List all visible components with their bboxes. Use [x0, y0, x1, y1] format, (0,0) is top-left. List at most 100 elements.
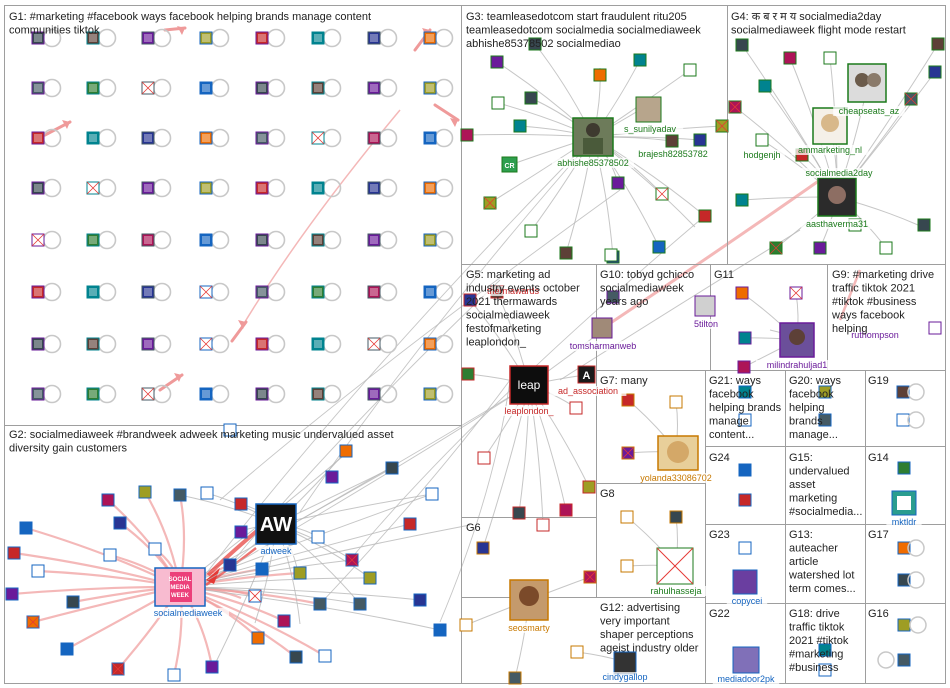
network-node[interactable] [769, 241, 783, 255]
network-node[interactable] [403, 517, 417, 531]
network-node[interactable] [738, 385, 752, 399]
network-node[interactable] [897, 618, 911, 632]
network-node[interactable] [223, 558, 237, 572]
network-node[interactable] [31, 337, 45, 351]
yolanda33086702-node[interactable] [657, 435, 699, 471]
network-node[interactable] [255, 387, 269, 401]
network-node[interactable] [86, 181, 100, 195]
network-node[interactable] [569, 401, 583, 415]
network-node[interactable] [199, 31, 213, 45]
network-node[interactable] [345, 553, 359, 567]
network-node[interactable] [167, 668, 181, 682]
network-node[interactable] [483, 196, 497, 210]
network-node[interactable] [367, 337, 381, 351]
network-node[interactable] [583, 570, 597, 584]
cindygallop-node[interactable] [613, 651, 637, 675]
network-node[interactable] [559, 503, 573, 517]
network-node[interactable] [570, 645, 584, 659]
network-node[interactable] [917, 218, 931, 232]
network-node[interactable] [755, 133, 769, 147]
network-node[interactable] [738, 331, 752, 345]
network-node[interactable] [813, 241, 827, 255]
network-node[interactable] [101, 493, 115, 507]
network-node[interactable] [31, 181, 45, 195]
network-node[interactable] [652, 240, 666, 254]
rahulhasseja-node[interactable] [656, 547, 694, 585]
network-node[interactable] [255, 337, 269, 351]
network-node[interactable] [735, 286, 749, 300]
network-node[interactable] [7, 546, 21, 560]
network-node[interactable] [783, 51, 797, 65]
5tilton-node[interactable] [694, 295, 716, 317]
network-node[interactable] [311, 31, 325, 45]
network-node[interactable] [255, 81, 269, 95]
network-node[interactable] [620, 559, 634, 573]
network-node[interactable] [103, 548, 117, 562]
network-node[interactable] [582, 480, 596, 494]
ad-association-node[interactable]: A [577, 365, 596, 384]
network-node[interactable] [86, 31, 100, 45]
network-node[interactable] [289, 650, 303, 664]
network-node[interactable] [199, 387, 213, 401]
network-node[interactable] [255, 562, 269, 576]
network-node[interactable] [111, 662, 125, 676]
network-node[interactable] [928, 321, 942, 335]
network-node[interactable] [897, 461, 911, 475]
network-node[interactable] [66, 595, 80, 609]
network-node[interactable] [897, 541, 911, 555]
network-node[interactable] [86, 131, 100, 145]
network-node[interactable] [476, 541, 490, 555]
network-node[interactable] [31, 131, 45, 145]
network-node[interactable] [524, 224, 538, 238]
network-node[interactable] [141, 387, 155, 401]
network-node[interactable] [234, 525, 248, 539]
aasthaverma31-node[interactable] [817, 177, 857, 217]
network-node[interactable] [715, 119, 729, 133]
network-node[interactable] [148, 542, 162, 556]
network-node[interactable] [311, 81, 325, 95]
network-node[interactable] [423, 31, 437, 45]
leaplondon-node[interactable]: leap [509, 365, 549, 405]
network-node[interactable] [141, 31, 155, 45]
network-node[interactable] [665, 134, 679, 148]
network-node[interactable] [199, 233, 213, 247]
network-node[interactable] [620, 510, 634, 524]
copycei-node[interactable] [732, 569, 758, 595]
network-node[interactable] [897, 653, 911, 667]
network-node[interactable] [367, 387, 381, 401]
network-node[interactable] [277, 614, 291, 628]
network-node[interactable] [367, 233, 381, 247]
network-node[interactable] [823, 51, 837, 65]
network-node[interactable] [698, 209, 712, 223]
network-node[interactable] [683, 63, 697, 77]
network-node[interactable] [255, 285, 269, 299]
network-node[interactable] [490, 55, 504, 69]
network-node[interactable] [367, 31, 381, 45]
network-node[interactable] [113, 516, 127, 530]
network-node[interactable] [31, 564, 45, 578]
mktldr-node[interactable] [891, 490, 917, 516]
network-node[interactable] [311, 285, 325, 299]
network-node[interactable] [31, 31, 45, 45]
network-node[interactable] [818, 643, 832, 657]
network-node[interactable] [385, 461, 399, 475]
network-node[interactable] [477, 451, 491, 465]
network-node[interactable] [931, 37, 945, 51]
network-node[interactable] [223, 423, 237, 437]
network-node[interactable] [293, 566, 307, 580]
network-node[interactable] [173, 488, 187, 502]
network-node[interactable] [818, 413, 832, 427]
network-node[interactable] [86, 233, 100, 247]
network-node[interactable] [141, 233, 155, 247]
network-node[interactable] [425, 487, 439, 501]
network-node[interactable] [433, 623, 447, 637]
network-node[interactable] [19, 521, 33, 535]
network-node[interactable] [255, 31, 269, 45]
network-node[interactable] [353, 597, 367, 611]
network-node[interactable] [367, 285, 381, 299]
network-node[interactable] [669, 395, 683, 409]
network-node[interactable] [896, 413, 910, 427]
network-node[interactable] [423, 337, 437, 351]
network-node[interactable] [818, 663, 832, 677]
network-node[interactable] [141, 337, 155, 351]
